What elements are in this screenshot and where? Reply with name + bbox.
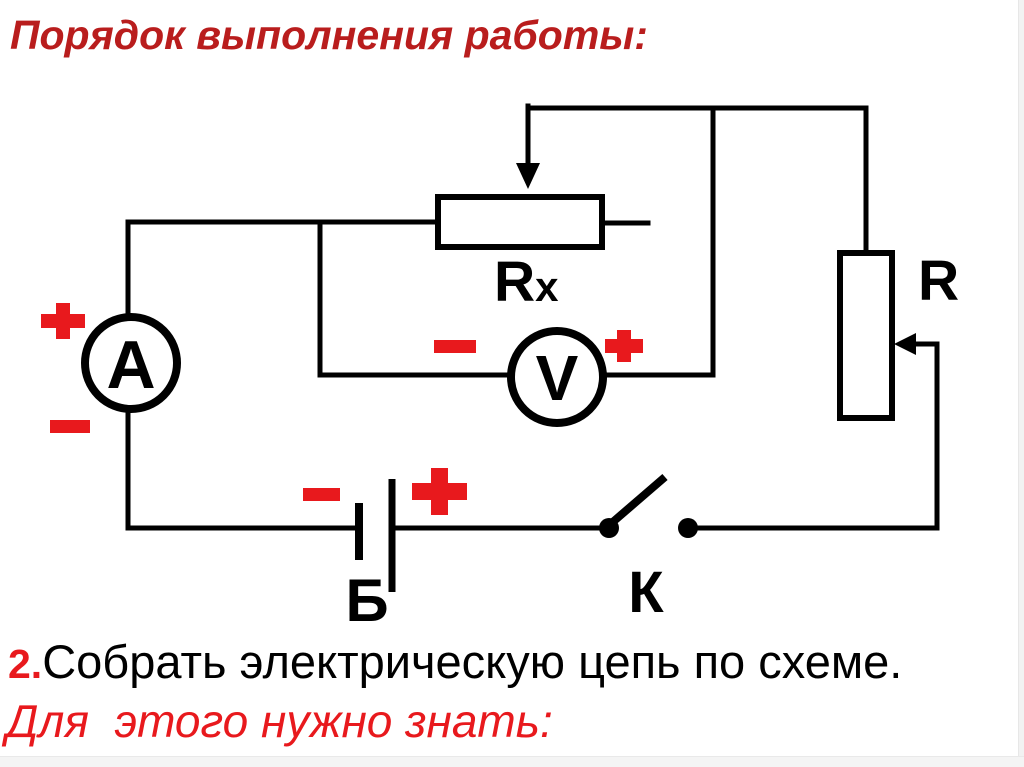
battery-plus-icon <box>412 468 467 515</box>
wire-branch-to-voltmeter-minus <box>317 219 514 378</box>
switch-label: К <box>628 560 664 625</box>
switch: К <box>599 473 698 625</box>
ammeter-minus-icon <box>50 420 90 433</box>
unknown-resistor: Rx <box>435 194 605 314</box>
note-text: Для этого нужно знать: <box>6 695 553 747</box>
ammeter-plus-icon <box>41 303 85 339</box>
wire-voltmeter-plus-to-top <box>600 105 716 378</box>
voltmeter-plus-icon <box>605 330 643 362</box>
switch-contact-right <box>678 518 698 538</box>
voltmeter-circle <box>507 327 607 427</box>
ammeter-circle <box>81 313 181 413</box>
unknown-resistor-letter: R <box>494 250 535 314</box>
slide-bottom-edge <box>0 756 1024 767</box>
slide-right-edge <box>1018 0 1024 767</box>
voltmeter-minus-icon <box>434 340 476 353</box>
battery: Б <box>345 479 396 634</box>
wires <box>125 103 940 531</box>
instruction-line: 2.Собрать электрическую цепь по схеме. <box>8 638 902 685</box>
wire-switch-to-rheostat-arm <box>686 341 940 531</box>
unknown-resistor-body <box>435 194 605 250</box>
unknown-resistor-subscript: x <box>535 263 559 310</box>
arrowhead-left-icon <box>894 333 916 355</box>
wire-top-to-rheostat <box>525 105 869 256</box>
page-title: Порядок выполнения работы: <box>10 12 648 58</box>
arrowhead-down-icon <box>516 163 540 189</box>
voltmeter: V <box>507 327 607 427</box>
rheostat-body <box>837 250 895 421</box>
battery-label: Б <box>345 567 388 634</box>
step-number: 2. <box>8 641 43 687</box>
wire-ammeter-to-rx <box>125 219 441 321</box>
rheostat-label: R <box>918 249 959 313</box>
voltmeter-label: V <box>536 342 579 414</box>
ammeter-label: А <box>106 327 155 403</box>
unknown-resistor-label: Rx <box>494 250 559 314</box>
rheostat: R <box>837 249 959 421</box>
switch-lever <box>604 473 668 531</box>
switch-contact-left <box>599 518 619 538</box>
ammeter: А <box>81 313 181 413</box>
wire-ammeter-to-battery <box>125 406 360 531</box>
step-text: Собрать электрическую цепь по схеме. <box>42 635 903 688</box>
polarity-marks <box>41 303 643 515</box>
battery-minus-icon <box>303 488 340 501</box>
